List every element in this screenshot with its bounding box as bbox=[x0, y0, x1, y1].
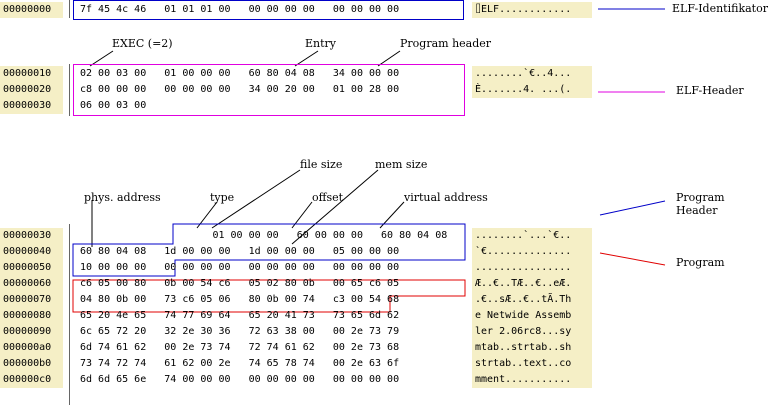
address-cell: 00000030 bbox=[0, 228, 63, 244]
hex-row: 01 00 00 00 60 00 00 00 60 80 04 08 bbox=[80, 230, 448, 241]
filesize-annotation: file size bbox=[300, 158, 343, 171]
hex-row: 04 80 0b 00 73 c6 05 06 80 0b 00 74 c3 0… bbox=[80, 294, 400, 305]
address-cell: 00000050 bbox=[0, 260, 63, 276]
hex-row: 73 74 72 74 61 62 00 2e 74 65 78 74 00 2… bbox=[80, 358, 400, 369]
ascii-cell: È.......4. ...(. bbox=[472, 82, 592, 98]
type-annotation: type bbox=[210, 191, 235, 204]
program-label: Program bbox=[676, 256, 725, 269]
ascii-cell: mtab..strtab..sh bbox=[472, 340, 592, 356]
elf-header-box bbox=[73, 64, 465, 116]
program-connector bbox=[599, 252, 666, 266]
address-cell: 00000090 bbox=[0, 324, 63, 340]
ascii-cell: ................ bbox=[472, 260, 592, 276]
hex-row: c6 05 00 80 0b 00 54 c6 05 02 80 0b 00 6… bbox=[80, 278, 400, 289]
ascii-cell: .€..sÆ..€..tÃ.Th bbox=[472, 292, 592, 308]
address-cell: 00000040 bbox=[0, 244, 63, 260]
elf-identifier-box bbox=[73, 0, 464, 20]
hex-row: 6c 65 72 20 32 2e 30 36 72 63 38 00 00 2… bbox=[80, 326, 400, 337]
phys-address-annotation: phys. address bbox=[84, 191, 161, 204]
offset-annotation: offset bbox=[312, 191, 344, 204]
program-header-annotation: Program header bbox=[400, 37, 492, 50]
hex-row: 10 00 00 00 00 00 00 00 00 00 00 00 00 0… bbox=[80, 262, 400, 273]
address-cell: 00000060 bbox=[0, 276, 63, 292]
ascii-cell: Æ..€..TÆ..€..eÆ. bbox=[472, 276, 592, 292]
ascii-cell: ⌷ELF............ bbox=[472, 2, 592, 18]
program-header-label: Program Header bbox=[676, 191, 725, 217]
program-header-pointer bbox=[377, 50, 401, 67]
ascii-cell: mment........... bbox=[472, 372, 592, 388]
hex-row: 6d 6d 65 6e 74 00 00 00 00 00 00 00 00 0… bbox=[80, 374, 400, 385]
elf-header-label: ELF-Header bbox=[676, 84, 744, 97]
address-cell: 00000070 bbox=[0, 292, 63, 308]
ascii-cell: ler 2.06rc8...sy bbox=[472, 324, 592, 340]
hex-row: 7f 45 4c 46 01 01 01 00 00 00 00 00 00 0… bbox=[80, 4, 400, 15]
filesize-pointer bbox=[211, 169, 301, 229]
hex-row: 60 80 04 08 1d 00 00 00 1d 00 00 00 05 0… bbox=[80, 246, 400, 257]
ascii-cell: ........`...`€.. bbox=[472, 228, 592, 244]
address-cell: 00000080 bbox=[0, 308, 63, 324]
address-cell: 000000a0 bbox=[0, 340, 63, 356]
address-cell: 00000020 bbox=[0, 82, 63, 98]
divider bbox=[69, 0, 70, 18]
address-cell: 00000010 bbox=[0, 66, 63, 82]
hex-row: 6d 74 61 62 00 2e 73 74 72 74 61 62 00 2… bbox=[80, 342, 400, 353]
memsize-pointer bbox=[291, 169, 379, 245]
virtual-address-annotation: virtual address bbox=[404, 191, 488, 204]
address-cell: 00000030 bbox=[0, 98, 63, 114]
memsize-annotation: mem size bbox=[375, 158, 428, 171]
address-cell: 000000c0 bbox=[0, 372, 63, 388]
ascii-cell: e Netwide Assemb bbox=[472, 308, 592, 324]
ascii-cell: strtab..text..co bbox=[472, 356, 592, 372]
ascii-cell: ........`€..4... bbox=[472, 66, 592, 82]
divider bbox=[69, 224, 70, 405]
entry-annotation: Entry bbox=[305, 37, 337, 50]
hex-row: 65 20 4e 65 74 77 69 64 65 20 41 73 73 6… bbox=[80, 310, 400, 321]
hex-row: c8 00 00 00 00 00 00 00 34 00 20 00 01 0… bbox=[80, 84, 400, 95]
program-header-connector bbox=[599, 200, 666, 216]
exec-pointer bbox=[89, 50, 114, 67]
divider bbox=[69, 64, 70, 116]
address-cell: 00000000 bbox=[0, 2, 63, 18]
ascii-cell: `€.............. bbox=[472, 244, 592, 260]
hex-row: 02 00 03 00 01 00 00 00 60 80 04 08 34 0… bbox=[80, 68, 400, 79]
elf-identifikator-label: ELF-Identifikator bbox=[672, 2, 768, 15]
exec-annotation: EXEC (=2) bbox=[112, 37, 173, 50]
hex-row: 06 00 03 00 bbox=[80, 100, 147, 111]
address-cell: 000000b0 bbox=[0, 356, 63, 372]
entry-pointer bbox=[294, 50, 319, 67]
